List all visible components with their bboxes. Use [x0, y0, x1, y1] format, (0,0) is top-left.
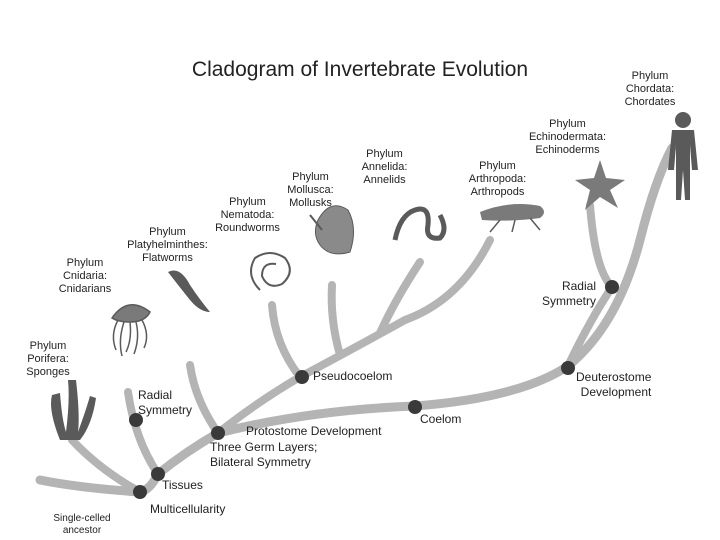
deuterostome-line2: Development [580, 385, 652, 399]
jellyfish-icon [110, 304, 151, 357]
roundworm-icon [250, 252, 291, 291]
annelida-line2: Annelida: [361, 161, 408, 173]
label-annelida: Phylum Annelida: Annelids [352, 148, 417, 187]
deuterostome-line1: Deuterostome [576, 370, 652, 384]
echinodermata-line1: Phylum [549, 118, 586, 130]
arthropoda-line2: Arthropoda: [468, 173, 527, 185]
arthropoda-line1: Phylum [479, 160, 516, 172]
node-three-germ-layers [211, 426, 225, 440]
flatworm-icon [168, 270, 210, 312]
label-chordata: Phylum Chordata: Chordates [615, 70, 685, 109]
arthropoda-branch [401, 236, 494, 324]
radial-line1: Radial [138, 388, 173, 402]
arthropoda-line3: Arthropods [470, 186, 525, 198]
annelida-line1: Phylum [366, 148, 403, 160]
node-radial-symmetry-echino [605, 280, 619, 294]
porifera-line3: Sponges [26, 366, 70, 378]
platyhelminthes-line1: Phylum [149, 226, 186, 238]
cnidaria-line2: Cnidaria: [62, 270, 108, 282]
porifera-branch [68, 436, 144, 496]
human-icon [668, 112, 698, 200]
porifera-line2: Porifera: [27, 353, 69, 365]
chordata-line3: Chordates [624, 96, 676, 108]
sponge-icon [51, 380, 96, 440]
echinodermata-line3: Echinoderms [535, 144, 600, 156]
chordata-line1: Phylum [631, 70, 669, 82]
trait-multicellularity: Multicellularity [150, 502, 226, 516]
mollusca-branch [327, 281, 344, 359]
mollusca-line2: Mollusca: [287, 184, 334, 196]
three-germ-line1: Three Germ Layers; [210, 440, 318, 454]
node-pseudocoelom [295, 370, 309, 384]
mollusca-line1: Phylum [292, 171, 329, 183]
annelid-icon [392, 206, 447, 241]
node-multicellularity [133, 485, 147, 499]
starfish-icon [575, 160, 625, 210]
trait-three-germ-layers: Three Germ Layers; Bilateral Symmetry [210, 440, 317, 470]
node-coelom [408, 400, 422, 414]
label-porifera: Phylum Porifera: Sponges [18, 340, 78, 379]
nematoda-branch [268, 301, 304, 381]
annelida-branch [376, 258, 424, 337]
clam-icon [309, 205, 354, 255]
label-mollusca: Phylum Mollusca: Mollusks [278, 171, 343, 210]
chordata-line2: Chordata: [625, 83, 675, 95]
label-arthropoda: Phylum Arthropoda: Arthropods [460, 160, 535, 199]
deuterostome-branch [564, 283, 616, 370]
root-label: Single-celled ancestor [42, 513, 122, 537]
label-cnidaria: Phylum Cnidaria: Cnidarians [50, 257, 120, 296]
label-echinodermata: Phylum Echinodermata: Echinoderms [520, 118, 615, 157]
root-line2: ancestor [62, 525, 102, 536]
node-radial-symmetry-cnidaria [129, 413, 143, 427]
trait-protostome: Protostome Development [246, 424, 382, 438]
mollusca-line3: Mollusks [289, 197, 332, 209]
echinodermata-line2: Echinodermata: [528, 131, 607, 143]
radial-echino-line2: Symmetry [542, 294, 596, 308]
trait-radial-symmetry-cnidaria: Radial Symmetry [138, 388, 192, 418]
cnidaria-line1: Phylum [66, 257, 104, 269]
cnidaria-line3: Cnidarians [58, 283, 112, 295]
cnidaria-branch [124, 388, 162, 478]
three-germ-line2: Bilateral Symmetry [210, 455, 311, 469]
platyhelminthes-line3: Flatworms [142, 252, 193, 264]
trait-radial-symmetry-echino: Radial Symmetry [542, 279, 596, 309]
trait-pseudocoelom: Pseudocoelom [313, 369, 393, 383]
root-line1: Single-celled [53, 513, 111, 524]
platyhelminthes-line2: Platyhelminthes: [127, 239, 208, 251]
diagram-title: Cladogram of Invertebrate Evolution [191, 58, 529, 81]
radial-line2: Symmetry [138, 403, 192, 417]
porifera-line1: Phylum [29, 340, 67, 352]
label-nematoda: Phylum Nematoda: Roundworms [210, 196, 285, 235]
trait-coelom: Coelom [420, 412, 462, 426]
trait-deuterostome: Deuterostome Development [576, 370, 651, 400]
trait-tissues: Tissues [162, 478, 203, 492]
echinodermata-branch [586, 201, 616, 291]
nematoda-line3: Roundworms [215, 222, 280, 234]
platyhelminthes-branch [186, 361, 222, 437]
label-platyhelminthes: Phylum Platyhelminthes: Flatworms [120, 226, 215, 265]
grasshopper-icon [480, 204, 544, 233]
annelida-line3: Annelids [363, 174, 406, 186]
node-deuterostome [561, 361, 575, 375]
nematoda-line2: Nematoda: [220, 209, 275, 221]
node-tissues [151, 467, 165, 481]
radial-echino-line1: Radial [561, 279, 596, 293]
nematoda-line1: Phylum [229, 196, 266, 208]
